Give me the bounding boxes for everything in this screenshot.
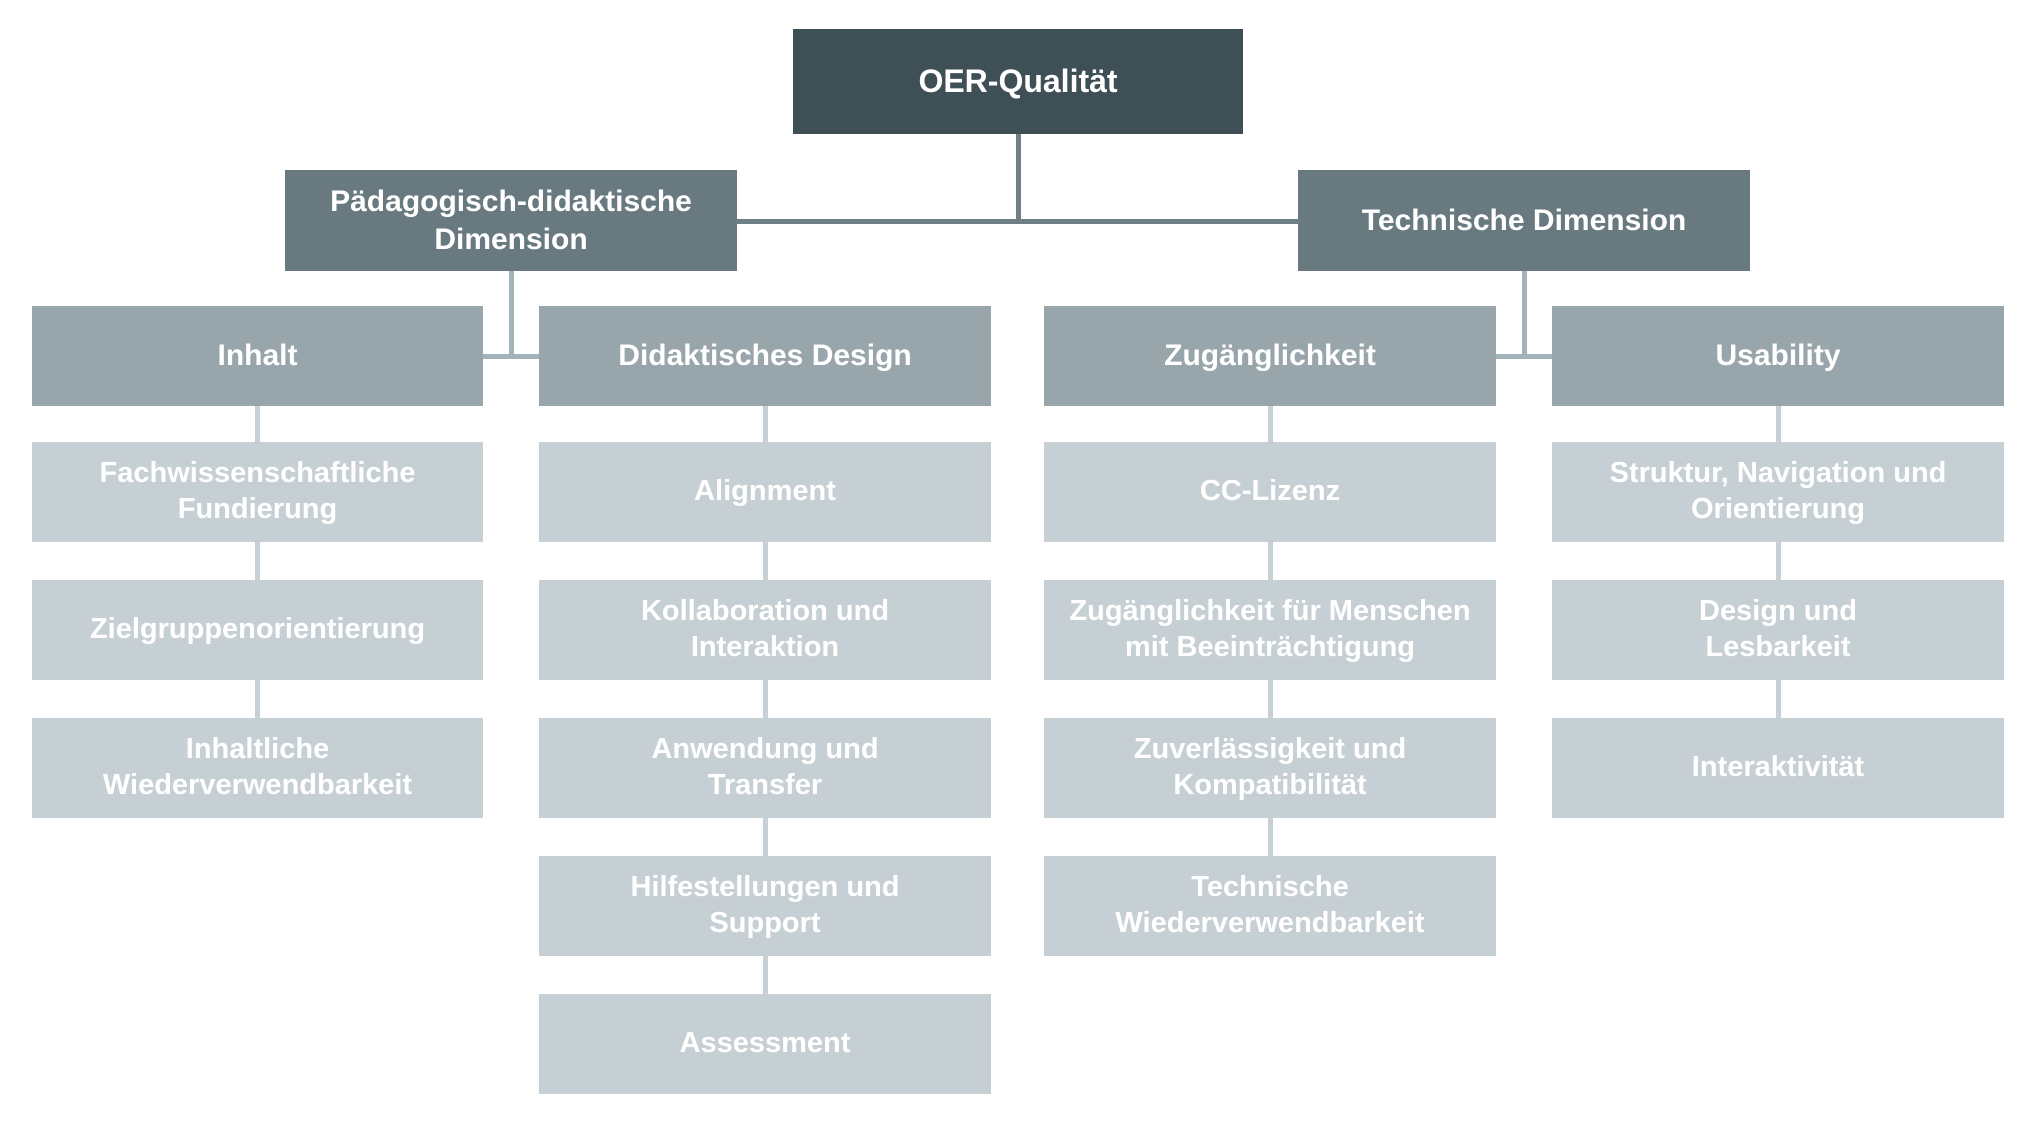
item-box-inhaltliche-wiederverwendbarkeit: Inhaltliche Wiederverwendbarkeit: [32, 718, 483, 818]
item-box-fachwissenschaftliche-fundierung: Fachwissenschaftliche Fundierung: [32, 442, 483, 542]
connector-root-vertical: [1015, 134, 1021, 223]
category-box-inhalt: Inhalt: [32, 306, 483, 406]
connector-col1-seg3: [255, 680, 260, 718]
connector-root-horizontal: [737, 218, 1298, 224]
item-box-zielgruppenorientierung: Zielgruppenorientierung: [32, 580, 483, 680]
connector-col1-seg1: [255, 406, 260, 442]
connector-dimension-left-vertical: [508, 271, 514, 358]
connector-col2-seg3: [762, 680, 768, 718]
connector-dimension-left-stub: [483, 353, 539, 359]
item-box-kollaboration-und-interaktion: Kollaboration und Interaktion: [539, 580, 991, 680]
item-box-technische-wiederverwendbarkeit: Technische Wiederverwendbarkeit: [1044, 856, 1496, 956]
connector-col3-seg1: [1267, 406, 1273, 442]
item-box-struktur-navigation-orientierung: Struktur, Navigation und Orientierung: [1552, 442, 2004, 542]
connector-col4-seg1: [1775, 406, 1781, 442]
item-box-cc-lizenz: CC-Lizenz: [1044, 442, 1496, 542]
item-box-assessment: Assessment: [539, 994, 991, 1094]
category-box-usability: Usability: [1552, 306, 2004, 406]
connector-col2-seg1: [762, 406, 768, 442]
root-box-oer-qualitaet: OER-Qualität: [793, 29, 1243, 134]
category-box-didaktisches-design: Didaktisches Design: [539, 306, 991, 406]
item-box-zugaenglichkeit-fuer-menschen: Zugänglichkeit für Menschen mit Beeinträ…: [1044, 580, 1496, 680]
connector-dimension-right-stub: [1496, 353, 1552, 359]
item-box-design-und-lesbarkeit: Design und Lesbarkeit: [1552, 580, 2004, 680]
dimension-box-technisch: Technische Dimension: [1298, 170, 1750, 271]
connector-col2-seg5: [762, 956, 768, 994]
connector-dimension-right-vertical: [1521, 271, 1527, 358]
connector-col2-seg2: [762, 542, 768, 580]
item-box-alignment: Alignment: [539, 442, 991, 542]
item-box-interaktivitaet: Interaktivität: [1552, 718, 2004, 818]
dimension-box-paedagogisch-didaktisch: Pädagogisch-didaktische Dimension: [285, 170, 737, 271]
connector-col3-seg3: [1267, 680, 1273, 718]
item-box-zuverlaessigkeit-und-kompatibilitaet: Zuverlässigkeit und Kompatibilität: [1044, 718, 1496, 818]
connector-col1-seg2: [255, 542, 260, 580]
category-box-zugaenglichkeit: Zugänglichkeit: [1044, 306, 1496, 406]
connector-col2-seg4: [762, 818, 768, 856]
connector-col3-seg2: [1267, 542, 1273, 580]
connector-col4-seg3: [1775, 680, 1781, 718]
item-box-anwendung-und-transfer: Anwendung und Transfer: [539, 718, 991, 818]
item-box-hilfestellungen-und-support: Hilfestellungen und Support: [539, 856, 991, 956]
connector-col3-seg4: [1267, 818, 1273, 856]
connector-col4-seg2: [1775, 542, 1781, 580]
